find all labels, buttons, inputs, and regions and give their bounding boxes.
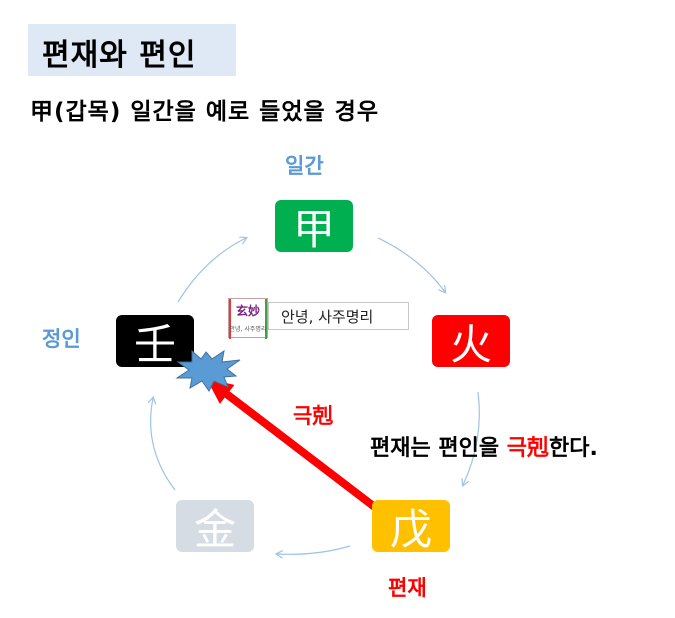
brand-name: 안녕, 사주명리 <box>268 302 409 330</box>
sentence-highlight: 극剋 <box>506 436 550 461</box>
logo-chars: 玄妙 <box>235 304 260 318</box>
label-jeongin: 정인 <box>42 327 81 351</box>
title-background <box>28 24 236 76</box>
sentence-part2: 한다. <box>549 436 598 461</box>
node-hwa-fire: 火 <box>432 315 510 369</box>
logo-bar-red <box>229 299 231 339</box>
page-subtitle: 甲(갑목) 일간을 예로 들었을 경우 <box>30 99 379 125</box>
arc-hwa-to-mu <box>463 391 480 485</box>
arc-mu-to-geum <box>277 545 351 554</box>
arc-geum-to-im <box>151 398 176 491</box>
node-mu-earth: 戊 <box>372 500 450 554</box>
node-gap-wood: 甲 <box>275 200 353 254</box>
page-title: 편재와 편인 <box>42 38 197 73</box>
brand-logo: 玄妙 안녕, 사주명리 <box>228 298 268 339</box>
node-im-water: 壬 <box>116 315 194 369</box>
burst-shape <box>175 349 241 392</box>
control-arrow <box>206 378 379 512</box>
arc-gap-to-hwa <box>377 237 445 292</box>
explanation-sentence: 편재는 편인을 극剋한다. <box>370 430 598 462</box>
logo-caption: 안녕, 사주명리 <box>229 326 267 333</box>
label-ilgan: 일간 <box>285 154 324 178</box>
arc-im-to-gap <box>177 238 246 303</box>
label-pyeonjae: 편재 <box>388 576 427 600</box>
sentence-part1: 편재는 편인을 <box>370 436 507 461</box>
label-geukgeuk: 극剋 <box>293 404 334 428</box>
node-geum-metal: 金 <box>176 500 254 554</box>
logo-bar-green <box>265 299 267 339</box>
